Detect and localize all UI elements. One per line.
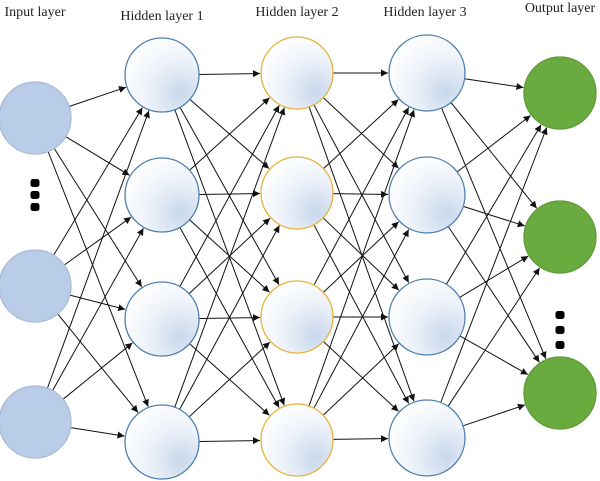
connection-hidden2-3-to-hidden3-1 — [313, 107, 410, 286]
connection-input-1-to-hidden1-1 — [68, 86, 127, 107]
connection-hidden3-3-to-output-3 — [459, 335, 529, 376]
neuron-output-2 — [523, 200, 597, 274]
connection-input-3-to-hidden1-2 — [52, 227, 144, 391]
neuron-hidden1-3 — [124, 281, 200, 357]
connection-hidden1-2-to-hidden2-2 — [198, 190, 261, 198]
neuron-hidden1-2 — [124, 157, 200, 233]
neuron-hidden2-4 — [260, 403, 334, 477]
connection-hidden2-3-to-hidden3-4 — [323, 341, 399, 412]
ellipsis-dot-input-2 — [30, 191, 40, 199]
ellipsis-dot-output-2 — [555, 326, 565, 334]
connection-hidden2-4-to-hidden3-3 — [322, 343, 400, 416]
connection-hidden1-2-to-hidden2-1 — [189, 97, 270, 171]
connection-input-3-to-hidden1-4 — [70, 427, 125, 439]
connection-hidden2-2-to-hidden3-2 — [332, 190, 389, 198]
ellipsis-dot-output-3 — [555, 341, 565, 349]
neuron-hidden2-2 — [260, 156, 334, 230]
connection-hidden1-3-to-hidden2-1 — [179, 105, 280, 287]
ellipsis-dot-input-1 — [30, 179, 40, 187]
connection-hidden3-3-to-output-2 — [459, 255, 529, 298]
neuron-output-1 — [523, 56, 597, 130]
connection-input-3-to-hidden1-1 — [46, 110, 150, 389]
connection-hidden3-3-to-output-1 — [445, 124, 542, 285]
layer-title-input: Input layer — [4, 5, 65, 20]
ellipsis-markers — [30, 179, 565, 349]
neuron-input-1 — [0, 81, 72, 155]
connection-hidden3-2-to-output-3 — [447, 226, 540, 363]
neuron-hidden2-1 — [260, 36, 334, 110]
connections — [46, 69, 548, 445]
neuron-hidden3-4 — [388, 399, 466, 477]
connection-hidden1-4-to-hidden2-4 — [198, 437, 261, 445]
layer-title-hidden-1: Hidden layer 1 — [120, 9, 203, 24]
ellipsis-dot-input-3 — [30, 203, 40, 211]
connection-hidden2-3-to-hidden3-2 — [322, 221, 399, 293]
connection-input-2-to-hidden1-4 — [57, 313, 139, 413]
connection-input-3-to-hidden1-3 — [62, 342, 133, 400]
neuron-hidden3-2 — [388, 156, 466, 234]
connection-hidden1-4-to-hidden2-1 — [174, 107, 286, 408]
layer-title-hidden-2: Hidden layer 2 — [255, 5, 338, 20]
connection-input-2-to-hidden1-3 — [69, 294, 126, 312]
connection-hidden3-4-to-output-2 — [447, 267, 541, 407]
connection-input-2-to-hidden1-2 — [64, 216, 132, 266]
connection-hidden2-4-to-hidden3-1 — [308, 109, 415, 407]
ellipsis-dot-output-1 — [555, 311, 565, 319]
connection-input-1-to-hidden1-4 — [47, 151, 149, 407]
connection-hidden3-2-to-output-2 — [463, 205, 525, 228]
connection-hidden1-3-to-hidden2-2 — [188, 217, 271, 295]
connection-hidden1-1-to-hidden2-1 — [198, 70, 261, 78]
neuron-hidden3-1 — [388, 34, 466, 112]
connection-hidden3-4-to-output-3 — [462, 403, 526, 427]
connection-hidden3-4-to-output-1 — [440, 127, 548, 403]
connection-hidden2-4-to-hidden3-4 — [332, 435, 389, 443]
neuron-hidden2-3 — [260, 280, 334, 354]
neuron-input-2 — [0, 249, 72, 323]
layer-title-output: Output layer — [525, 1, 596, 16]
connection-hidden2-2-to-hidden3-1 — [323, 99, 399, 169]
connection-input-2-to-hidden1-1 — [53, 107, 143, 256]
connection-input-1-to-hidden1-2 — [65, 136, 130, 176]
connection-input-1-to-hidden1-3 — [53, 148, 143, 288]
neuron-hidden1-1 — [124, 37, 200, 113]
connection-hidden3-1-to-output-3 — [441, 107, 547, 359]
neuron-hidden3-3 — [388, 278, 466, 356]
connection-hidden2-4-to-hidden3-2 — [313, 229, 410, 409]
neurons — [0, 34, 597, 480]
connection-hidden1-4-to-hidden2-2 — [179, 225, 280, 410]
neuron-output-3 — [523, 356, 597, 430]
connection-hidden2-1-to-hidden3-2 — [322, 97, 399, 169]
connection-hidden2-2-to-hidden3-3 — [322, 217, 400, 291]
connection-hidden3-1-to-output-1 — [464, 78, 524, 90]
layer-title-hidden-3: Hidden layer 3 — [383, 5, 466, 20]
connection-hidden1-4-to-hidden2-3 — [188, 341, 271, 418]
neuron-input-3 — [0, 385, 72, 459]
neuron-hidden1-4 — [124, 404, 200, 480]
connection-hidden3-2-to-output-1 — [456, 115, 531, 173]
